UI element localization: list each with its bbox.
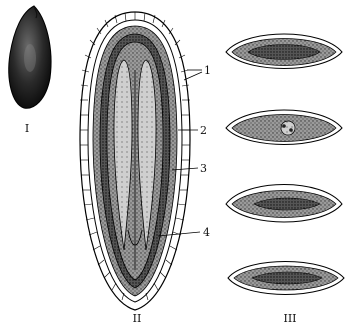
callout-1: 1 — [204, 64, 211, 77]
panel-I: I — [9, 6, 51, 135]
callout-4: 4 — [203, 226, 210, 239]
callout-3: 3 — [200, 162, 207, 175]
panel-label-II: II — [133, 312, 142, 325]
callout-2: 2 — [200, 124, 207, 137]
transverse-section-1 — [226, 34, 342, 69]
transverse-section-2 — [226, 110, 342, 145]
panel-III: III — [226, 34, 344, 325]
panel-label-I: I — [25, 122, 29, 135]
panel-II: 1 2 3 4 II — [80, 12, 211, 325]
transverse-section-3 — [226, 185, 342, 223]
transverse-section-4 — [228, 262, 344, 295]
panel-label-III: III — [283, 312, 296, 325]
